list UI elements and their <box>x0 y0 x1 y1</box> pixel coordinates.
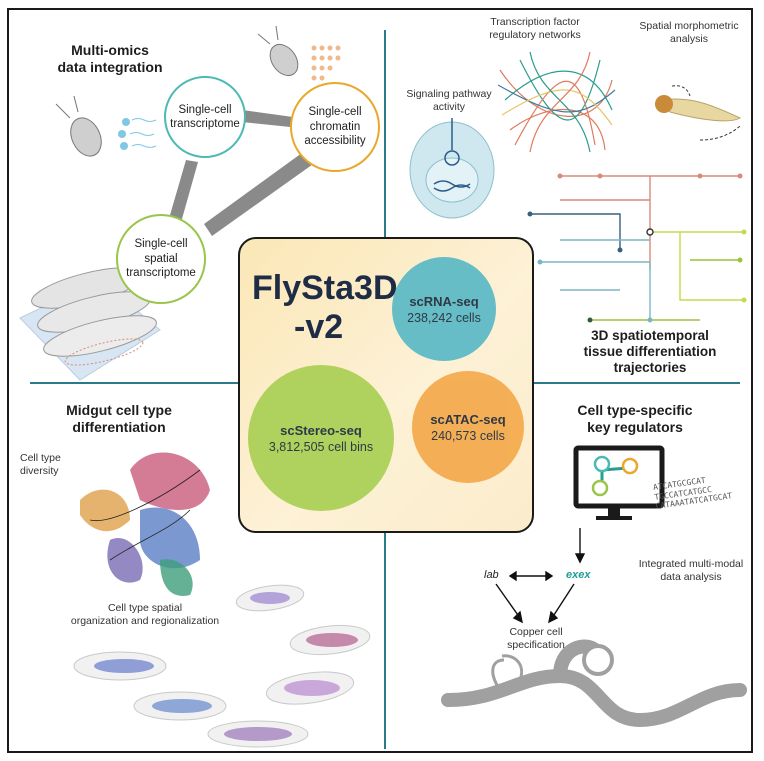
cell-dots-icon <box>311 45 341 81</box>
label-morphometric: Spatial morphometric analysis <box>639 20 739 45</box>
connector-atac-spatial <box>204 150 316 236</box>
panel-heading-midgut: Midgut cell type differentiation <box>66 402 172 435</box>
fly-icon <box>55 95 102 157</box>
malpighian-tubule-illustration <box>491 654 523 691</box>
divider-right <box>530 382 740 384</box>
larva-illustration <box>655 85 742 141</box>
panel-heading-multiomics: Multi-omics data integration <box>57 42 163 75</box>
label-cell-type-diversity: Cell type diversity <box>20 452 61 477</box>
monitor-illustration <box>573 445 665 520</box>
label-spatial-organization: Cell type spatial organization and regio… <box>70 602 220 627</box>
gene-lab: lab <box>484 569 499 581</box>
divider-bottom <box>384 529 386 749</box>
label-copper-cell: Copper cell specification <box>507 626 565 651</box>
label-tf-networks: Transcription factor regulatory networks <box>489 16 581 41</box>
label-signaling: Signaling pathway activity <box>406 88 492 113</box>
embryo-sections-illustration <box>73 584 371 748</box>
regulation-arrows <box>495 528 586 624</box>
trajectory-tree-illustration <box>527 173 747 323</box>
cell-dots-icon <box>118 118 157 150</box>
bubble-scatac-seq: scATAC-seq 240,573 cells <box>412 371 524 483</box>
label-integrated-analysis: Integrated multi-modal data analysis <box>638 558 744 583</box>
central-dataset-box: FlySta3D -v2 scRNA-seq 238,242 cells scS… <box>238 237 534 533</box>
bubble-scrna-seq: scRNA-seq 238,242 cells <box>392 257 496 361</box>
divider-left <box>30 382 238 384</box>
fly-icon <box>257 25 299 77</box>
connector-rna-atac <box>242 110 300 128</box>
gene-exex: exex <box>566 569 591 581</box>
panel-heading-trajectories: 3D spatiotemporal tissue differentiation… <box>583 328 717 376</box>
center-title: FlySta3D -v2 <box>252 269 398 347</box>
cell-type-umap-illustration <box>80 452 210 596</box>
divider-top <box>384 30 386 237</box>
signaling-cell-illustration <box>409 118 495 219</box>
bubble-scstereo-seq: scStereo-seq 3,812,505 cell bins <box>248 365 394 511</box>
panel-heading-regulators: Cell type-specific key regulators <box>577 402 693 435</box>
figure-frame <box>7 8 753 753</box>
tf-network-illustration <box>497 51 616 153</box>
copper-cell-icon <box>582 644 614 676</box>
spatial-slide-illustration <box>19 267 161 381</box>
connector-rna-spatial <box>168 160 198 226</box>
